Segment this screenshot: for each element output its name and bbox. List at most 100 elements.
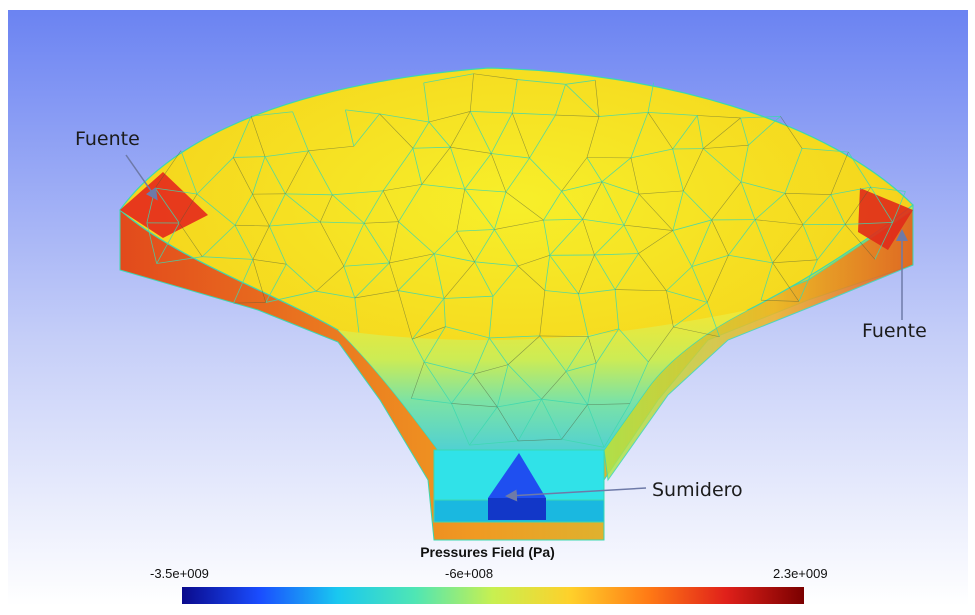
mesh-edge <box>630 148 673 159</box>
mesh-edge <box>539 335 567 372</box>
mesh-edge <box>264 150 309 158</box>
sink-hotspot <box>488 453 546 498</box>
triangle-mesh-dark-edges <box>154 73 876 442</box>
mesh-edge <box>320 221 365 224</box>
mesh-edge <box>252 194 270 227</box>
mesh-edge <box>565 84 600 117</box>
mesh-edge <box>456 229 495 232</box>
mesh-edge <box>308 145 354 152</box>
mesh-edge <box>265 290 317 303</box>
mesh-edge <box>512 112 556 116</box>
mesh-edge <box>772 262 800 302</box>
mesh-edge <box>518 438 562 442</box>
mesh-edge <box>543 191 562 221</box>
mesh-edge <box>702 117 741 149</box>
mesh-edge <box>389 262 399 291</box>
mesh-edge <box>473 73 518 80</box>
mesh-edge <box>561 157 588 192</box>
mesh-edge <box>892 191 906 223</box>
mesh-edge <box>412 148 423 185</box>
arrow-fuente-left <box>125 154 158 201</box>
mesh-edge <box>292 111 309 152</box>
mesh-edge <box>252 156 266 195</box>
mesh-edge <box>601 181 640 195</box>
mesh-edge <box>561 404 588 440</box>
colorbar-min-label: -3.5e+009 <box>150 566 209 581</box>
mesh-edge <box>784 148 803 194</box>
mesh-edge <box>496 364 509 408</box>
mesh-edge <box>269 221 321 227</box>
mesh-edge <box>711 219 729 256</box>
mesh-edge <box>614 253 639 290</box>
mesh-edge <box>691 254 729 268</box>
mesh-edge <box>587 363 597 405</box>
mesh-edge <box>588 328 619 337</box>
mesh-edge <box>578 293 589 337</box>
mesh-edge <box>397 253 435 291</box>
mesh-edge <box>332 190 384 196</box>
mesh-edge <box>565 371 588 405</box>
mesh-edge <box>450 146 492 154</box>
mesh-edge <box>456 231 475 262</box>
colorbar-max-label: 2.3e+009 <box>773 566 828 581</box>
mesh-edge <box>469 111 492 154</box>
mesh-edge <box>156 256 203 264</box>
mesh-edge <box>623 224 639 254</box>
mesh-edge <box>594 224 625 256</box>
mesh-edge <box>647 82 655 113</box>
mesh-edge <box>344 109 355 147</box>
mesh-edge <box>398 184 423 222</box>
mesh-edge <box>697 115 741 119</box>
mesh-edge <box>728 254 773 264</box>
mesh-edge <box>683 148 704 191</box>
mesh-edge <box>638 230 674 254</box>
mesh-edge <box>601 157 632 183</box>
mesh-edge <box>672 219 712 231</box>
mesh-edge <box>740 181 785 194</box>
mesh-edge <box>706 302 720 337</box>
mesh-edge <box>601 181 625 226</box>
mesh-edge <box>565 79 596 85</box>
mesh-edge <box>578 254 595 294</box>
mesh-edge <box>706 255 729 303</box>
mesh-edge <box>343 262 390 267</box>
mesh-edge <box>473 364 509 375</box>
mesh-edge <box>615 289 667 292</box>
mesh-edge <box>844 186 872 225</box>
mesh-edge <box>451 403 470 446</box>
mesh-edge <box>603 403 631 448</box>
mesh-edge <box>201 224 236 257</box>
mesh-edge <box>561 181 603 192</box>
mesh-edge <box>343 266 356 299</box>
mesh-edge <box>423 82 430 123</box>
mesh-edge <box>285 193 333 196</box>
mesh-edge <box>252 259 267 303</box>
triangle-mesh <box>146 73 906 448</box>
mesh-edge <box>497 398 542 408</box>
mesh-edge <box>363 190 384 224</box>
mesh-edge <box>755 219 803 225</box>
mesh-edge <box>473 337 490 375</box>
mesh-edge <box>443 261 475 299</box>
mesh-edge <box>354 297 360 333</box>
source-hotspot-right <box>858 188 913 250</box>
mesh-edge <box>672 190 684 231</box>
mesh-edge <box>543 220 551 256</box>
mesh-edge <box>412 326 446 340</box>
mesh-edge <box>252 259 287 265</box>
mesh-edge <box>412 146 451 149</box>
mesh-edge <box>703 144 749 149</box>
mesh-edge <box>594 80 600 117</box>
mesh-edge <box>683 190 712 221</box>
mesh-edge <box>474 261 519 267</box>
mesh-edge <box>543 218 583 221</box>
mesh-edge <box>450 147 466 190</box>
mesh-edge <box>421 183 465 190</box>
mesh-edge <box>517 398 542 442</box>
mesh-edge <box>494 219 544 230</box>
mesh-edge <box>507 335 540 365</box>
mesh-edge <box>445 326 490 339</box>
mesh-edge <box>494 191 507 230</box>
mesh-edge <box>469 73 474 112</box>
mesh-edge <box>845 221 893 225</box>
